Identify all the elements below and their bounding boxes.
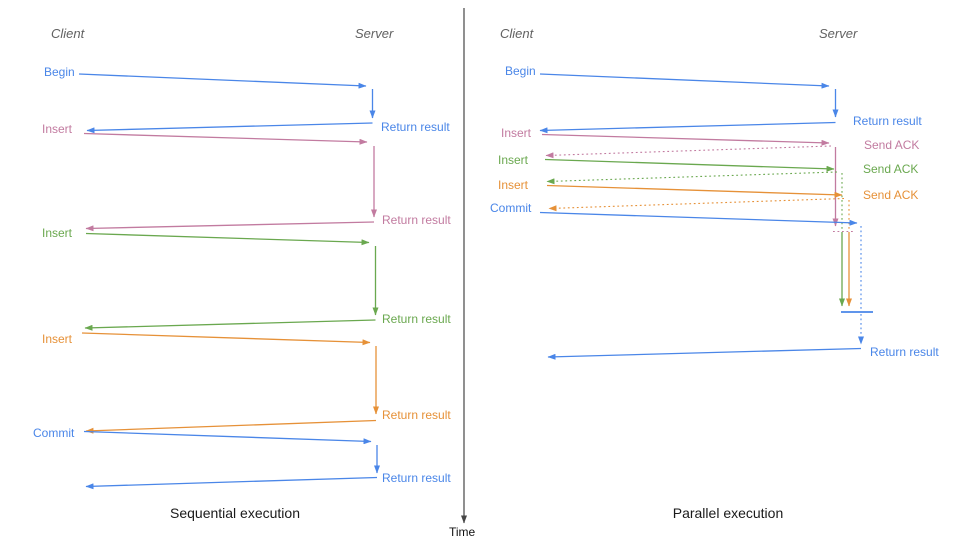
par-begin-label: Begin (505, 64, 536, 78)
par-insert2-ack-line (546, 171, 838, 185)
par-begin-return-label: Return result (853, 114, 922, 128)
seq-insert2-return-line (84, 319, 376, 331)
seq-insert1-label: Insert (42, 122, 73, 136)
seq-begin-return-label: Return result (381, 120, 450, 134)
seq-server-header: Server (355, 26, 394, 41)
seq-insert2-return-label: Return result (382, 312, 451, 326)
par-insert2-label: Insert (498, 153, 529, 167)
par-commit-return-label: Return result (870, 345, 939, 359)
seq-client-header: Client (51, 26, 85, 41)
par-commit-request-line (539, 211, 858, 226)
parallel-caption: Parallel execution (672, 505, 784, 521)
seq-insert3-request-line (81, 332, 371, 346)
par-insert1-label: Insert (501, 126, 532, 140)
seq-commit-label: Commit (33, 426, 75, 440)
par-begin-request-line (539, 73, 830, 89)
seq-commit-request-line (83, 430, 372, 445)
seq-begin-label: Begin (44, 65, 75, 79)
sequential-panel-lines (78, 73, 380, 490)
par-client-header: Client (500, 26, 534, 41)
seq-insert1-return-line (85, 221, 375, 232)
par-insert1-ack-line (545, 145, 832, 159)
par-server-header: Server (819, 26, 858, 41)
seq-insert1-request-line (83, 132, 368, 145)
par-commit-label: Commit (490, 201, 532, 215)
par-insert2-request-line (544, 158, 835, 172)
par-insert3-request-line (546, 184, 843, 198)
seq-insert1-return-label: Return result (382, 213, 451, 227)
seq-commit-return-line (85, 476, 378, 490)
par-insert1-request-line (541, 133, 830, 146)
seq-begin-return-line (86, 122, 373, 134)
seq-insert2-request-line (85, 232, 370, 246)
par-insert1-ack-label: Send ACK (864, 138, 920, 152)
seq-insert3-return-line (85, 419, 377, 434)
seq-insert3-return-label: Return result (382, 408, 451, 422)
seq-insert3-label: Insert (42, 332, 73, 346)
par-insert2-ack-label: Send ACK (863, 162, 919, 176)
seq-commit-return-label: Return result (382, 471, 451, 485)
parallel-panel-lines (539, 73, 873, 360)
par-insert3-ack-line (548, 197, 845, 212)
par-begin-return-line (539, 121, 836, 134)
par-insert3-ack-label: Send ACK (863, 188, 919, 202)
seq-insert2-label: Insert (42, 226, 73, 240)
seq-begin-request-line (78, 73, 367, 89)
par-insert3-label: Insert (498, 178, 529, 192)
time-axis-label: Time (449, 525, 476, 539)
par-commit-return-line (547, 347, 862, 360)
sequential-caption: Sequential execution (170, 505, 300, 521)
